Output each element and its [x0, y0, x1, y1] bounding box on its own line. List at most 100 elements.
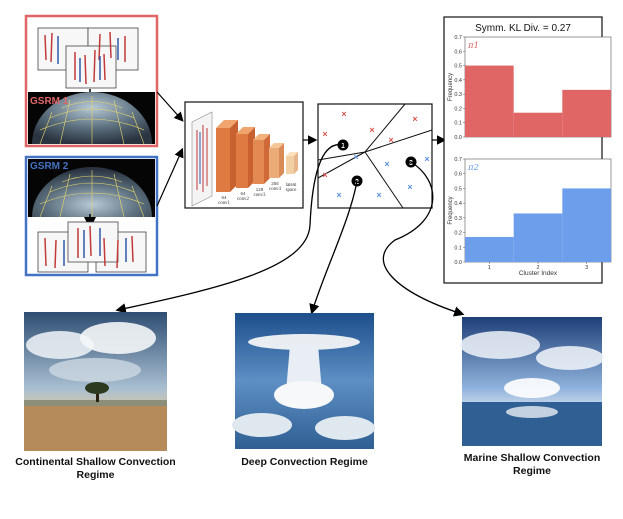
y-axis-label: Frequency	[448, 196, 454, 224]
point-blue: ×	[353, 152, 358, 162]
encoder-input-snapshot	[191, 111, 213, 207]
continental-regime-image	[24, 312, 167, 451]
encoder-layer-front	[286, 156, 294, 174]
encoder-layer-name: conv1	[218, 201, 230, 206]
y-axis-label: Frequency	[448, 73, 454, 101]
histogram-panel: Symm. KL Div. = 0.27 0.00.10.20.30.40.50…	[443, 16, 612, 284]
encoder-layer-size: 256	[271, 181, 279, 186]
encoder-layer-top	[236, 127, 255, 134]
encoder-layer-name: conv2	[237, 197, 249, 202]
cluster-marker-1-label: 1	[341, 143, 345, 150]
y-tick-label: 0.4	[454, 201, 462, 207]
encoder-layer-front	[269, 148, 279, 178]
encoder-layers: 64conv164conv2128conv3256conv4latentspac…	[216, 120, 298, 206]
y-tick-label: 0.0	[454, 135, 462, 141]
point-red: ×	[412, 114, 417, 124]
point-red: ×	[322, 170, 327, 180]
regime-arrows	[115, 144, 465, 317]
point-blue: ×	[384, 159, 389, 169]
encoder-layer-side	[294, 152, 298, 174]
gsrm1-snapshot-stack	[37, 27, 139, 89]
y-tick-label: 0.2	[454, 106, 462, 112]
encoder-layer-name: conv3	[254, 193, 266, 198]
gsrm2-label: GSRM 2	[30, 161, 69, 172]
gsrm2-globe	[32, 167, 152, 218]
marine-caption-line1: Marine Shallow Convection	[463, 452, 601, 464]
y-tick-label: 0.0	[454, 260, 462, 266]
arrow-to-marine	[382, 161, 465, 317]
series-label: π1	[467, 41, 479, 51]
histogram-bar	[513, 112, 563, 137]
histogram-bar	[465, 236, 514, 262]
point-blue: ×	[424, 154, 429, 164]
marine-caption-line2: Regime	[513, 465, 551, 477]
y-tick-label: 0.3	[454, 92, 462, 98]
point-red: ×	[322, 129, 327, 139]
cluster-panel: × × × × × × × × × × × × 1 2 3	[317, 103, 433, 209]
continental-caption-line1: Continental Shallow Convection	[15, 456, 176, 468]
gsrm1-label: GSRM 1	[30, 96, 69, 107]
point-blue: ×	[407, 182, 412, 192]
encoder-layer-name: space	[286, 188, 297, 193]
encoder-layer-size: 64	[240, 191, 246, 196]
y-tick-label: 0.1	[454, 245, 462, 251]
deep-caption-line1: Deep Convection Regime	[241, 456, 368, 468]
deep-convection-image	[232, 313, 375, 449]
x-axis-label: Cluster Index	[519, 270, 558, 277]
histogram-bar	[513, 213, 563, 262]
y-tick-label: 0.7	[454, 35, 462, 41]
chart-title: Symm. KL Div. = 0.27	[475, 23, 571, 34]
cluster-points: × × × × × × × × × × × ×	[322, 109, 429, 200]
encoder-layer-top	[216, 120, 238, 128]
x-tick-label: 2	[536, 265, 539, 271]
encoder-layer-top	[253, 134, 270, 140]
point-red: ×	[341, 109, 346, 119]
encoder-layer-front	[216, 128, 230, 192]
arrow-to-deep	[309, 180, 358, 315]
y-tick-label: 0.2	[454, 231, 462, 237]
y-tick-label: 0.3	[454, 216, 462, 222]
point-blue: ×	[336, 190, 341, 200]
y-tick-label: 0.1	[454, 121, 462, 127]
encoder-layer-side	[279, 143, 284, 178]
y-tick-label: 0.6	[454, 49, 462, 55]
gsrm1-panel: GSRM 1	[24, 14, 159, 148]
deep-caption: Deep Convection Regime	[222, 456, 387, 469]
gsrm2-snapshot-stack	[37, 221, 147, 273]
x-tick-label: 1	[488, 265, 491, 271]
point-red: ×	[369, 125, 374, 135]
encoder-layer-name: conv4	[269, 187, 281, 192]
point-red: ×	[388, 135, 393, 145]
y-tick-label: 0.5	[454, 64, 462, 70]
y-tick-label: 0.7	[454, 157, 462, 163]
encoder-layer-size: 128	[256, 187, 264, 192]
marine-caption: Marine Shallow Convection Regime	[444, 452, 620, 478]
continental-caption-line2: Regime	[76, 469, 115, 481]
histogram-bar	[562, 89, 611, 137]
gsrm2-panel: GSRM 2	[24, 155, 159, 277]
encoder-panel: 64conv164conv2128conv3256conv4latentspac…	[184, 101, 304, 209]
encoder-layer-size: 64	[221, 195, 227, 200]
continental-caption: Continental Shallow Convection Regime	[8, 456, 183, 482]
arrow-to-continental	[115, 144, 344, 314]
encoder-layer-front	[253, 140, 264, 184]
marine-regime-image	[460, 317, 604, 446]
y-tick-label: 0.4	[454, 78, 462, 84]
y-tick-label: 0.5	[454, 186, 462, 192]
point-blue: ×	[376, 190, 381, 200]
cluster-marker-3-label: 3	[409, 160, 413, 167]
encoder-layer-name: latent	[286, 183, 297, 188]
y-tick-label: 0.6	[454, 172, 462, 178]
encoder-layer-front	[236, 134, 248, 188]
histogram-bar	[562, 188, 611, 262]
voronoi-boundaries	[317, 103, 433, 209]
histogram-charts: 0.00.10.20.30.40.50.60.7Frequencyπ10.00.…	[448, 35, 612, 271]
gsrm1-globe	[32, 92, 152, 145]
